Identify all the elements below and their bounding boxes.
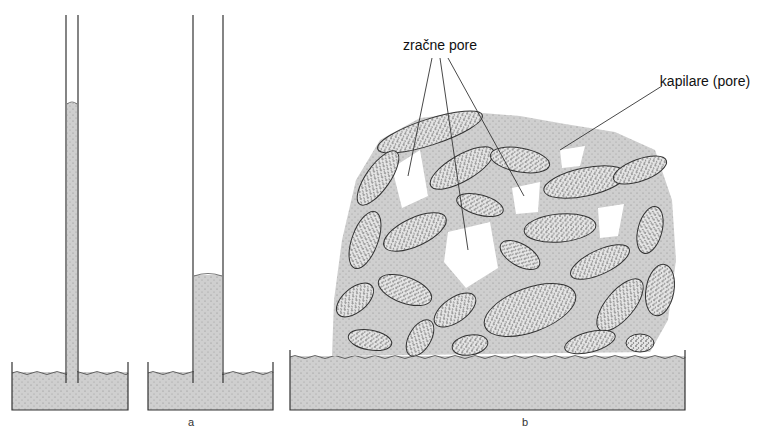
porous-material xyxy=(290,103,685,410)
pore-label: zračne pore xyxy=(403,38,477,53)
narrow-capillary xyxy=(12,15,128,410)
leader-lines xyxy=(408,58,662,250)
panel-letter: a xyxy=(188,416,194,428)
panel-letter: b xyxy=(522,416,528,428)
wide-capillary xyxy=(148,15,273,410)
capillary-label: kapilare (pore) xyxy=(660,74,750,89)
